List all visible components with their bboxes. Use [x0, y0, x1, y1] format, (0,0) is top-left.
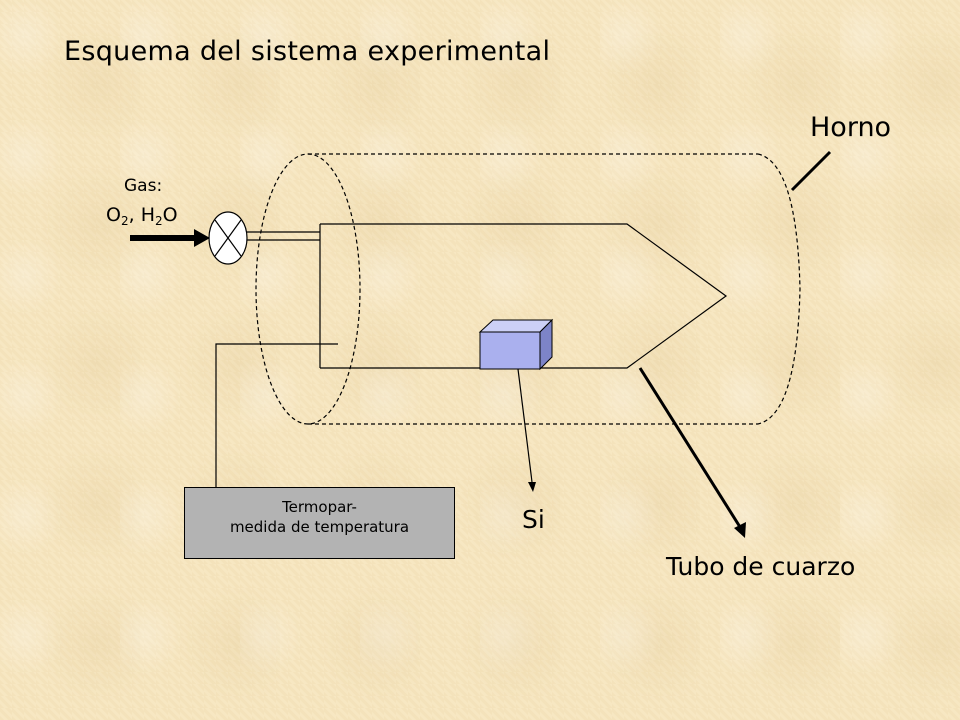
thermocouple-label-line2: medida de temperatura [229, 518, 410, 536]
si-pointer-arrowhead [528, 482, 536, 492]
gas-formula-end: O [162, 204, 178, 226]
furnace-back-arc [757, 153, 801, 425]
gas-formula-h-subscript: 2 [154, 214, 163, 228]
gas-formula-o: O [106, 204, 121, 226]
quartz-tube-label: Tubo de cuarzo [666, 552, 856, 581]
thermocouple-wire [215, 343, 338, 487]
gas-formula-o-subscript: 2 [120, 214, 129, 228]
gas-flow-arrowhead [194, 229, 210, 247]
si-sample-label: Si [522, 505, 545, 534]
gas-label: Gas: [124, 176, 163, 196]
furnace-front-ellipse [255, 153, 361, 425]
si-sample-cube [478, 318, 554, 371]
furnace [255, 153, 801, 425]
si-sample-face [479, 331, 541, 370]
thermocouple-box: Termopar- medida de temperatura [184, 487, 455, 559]
horno-pointer-line [790, 150, 832, 192]
furnace-label: Horno [810, 112, 892, 143]
quartz-tube-pointer-arrowhead [734, 522, 746, 538]
gas-formula: O2, H2O [106, 204, 178, 228]
page-title: Esquema del sistema experimental [64, 36, 551, 67]
thermocouple-label-line1: Termopar- [282, 498, 357, 516]
gas-valve-icon [208, 211, 248, 265]
gas-formula-separator: , H [128, 204, 155, 226]
quartz-tube-pointer-line [638, 367, 742, 528]
si-pointer-line [517, 368, 533, 483]
